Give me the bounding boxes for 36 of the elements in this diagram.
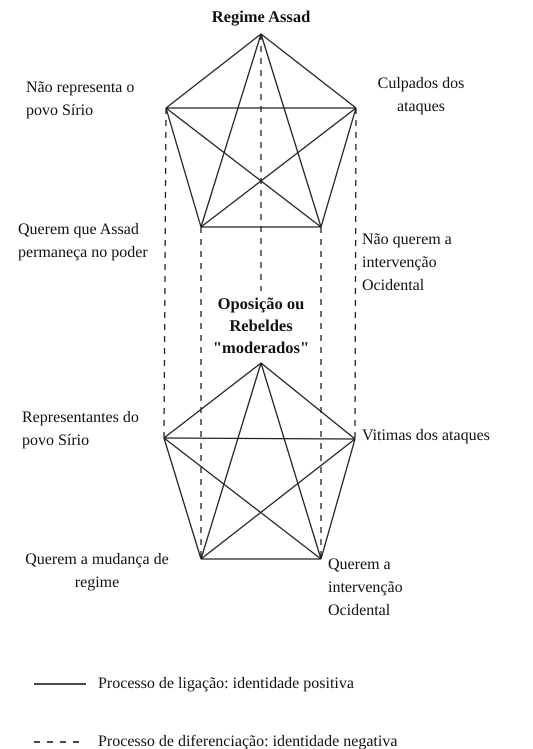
group-heading: Regime Assad	[185, 6, 337, 28]
connector-line	[166, 107, 356, 109]
connector-line	[166, 107, 322, 228]
dashed-line	[163, 108, 167, 438]
vertex-label: Representantes do povo Sírio	[22, 406, 142, 452]
legend-text: Processo de ligação: identidade positiva	[98, 674, 354, 694]
vertex-label: Vitimas dos ataques	[362, 424, 530, 447]
connector-line	[164, 437, 355, 440]
vertex-label: Querem a intervenção Ocidental	[328, 553, 438, 622]
connector-line	[320, 108, 357, 228]
dashed-line	[200, 227, 202, 559]
connector-line	[163, 438, 202, 560]
vertex-label: Culpados dos ataques	[358, 72, 484, 118]
dashed-line	[260, 34, 262, 291]
connector-line	[164, 437, 322, 560]
connector-line	[200, 362, 262, 560]
dashed-line	[320, 227, 322, 559]
vertex-label: Não querem a intervenção Ocidental	[362, 228, 472, 297]
connector-line	[166, 33, 262, 109]
vertex-label: Não representa o povo Sírio	[26, 76, 148, 122]
connector-line	[201, 558, 321, 560]
connector-line	[260, 362, 322, 560]
connector-line	[201, 226, 321, 228]
connector-line	[260, 362, 356, 440]
connector-line	[320, 438, 356, 560]
connector-line	[200, 107, 356, 228]
group-heading: Oposição ou Rebeldes "moderados"	[210, 293, 312, 359]
connector-line	[260, 33, 356, 109]
connector-line	[200, 34, 262, 228]
connector-line	[200, 438, 356, 560]
vertex-label: Querem que Assad permaneça no poder	[18, 218, 158, 264]
connector-line	[165, 108, 202, 228]
connector-line	[260, 34, 322, 228]
dashed-line	[354, 108, 357, 439]
connector-line	[164, 362, 262, 439]
vertex-label: Querem a mudança de regime	[22, 548, 172, 594]
